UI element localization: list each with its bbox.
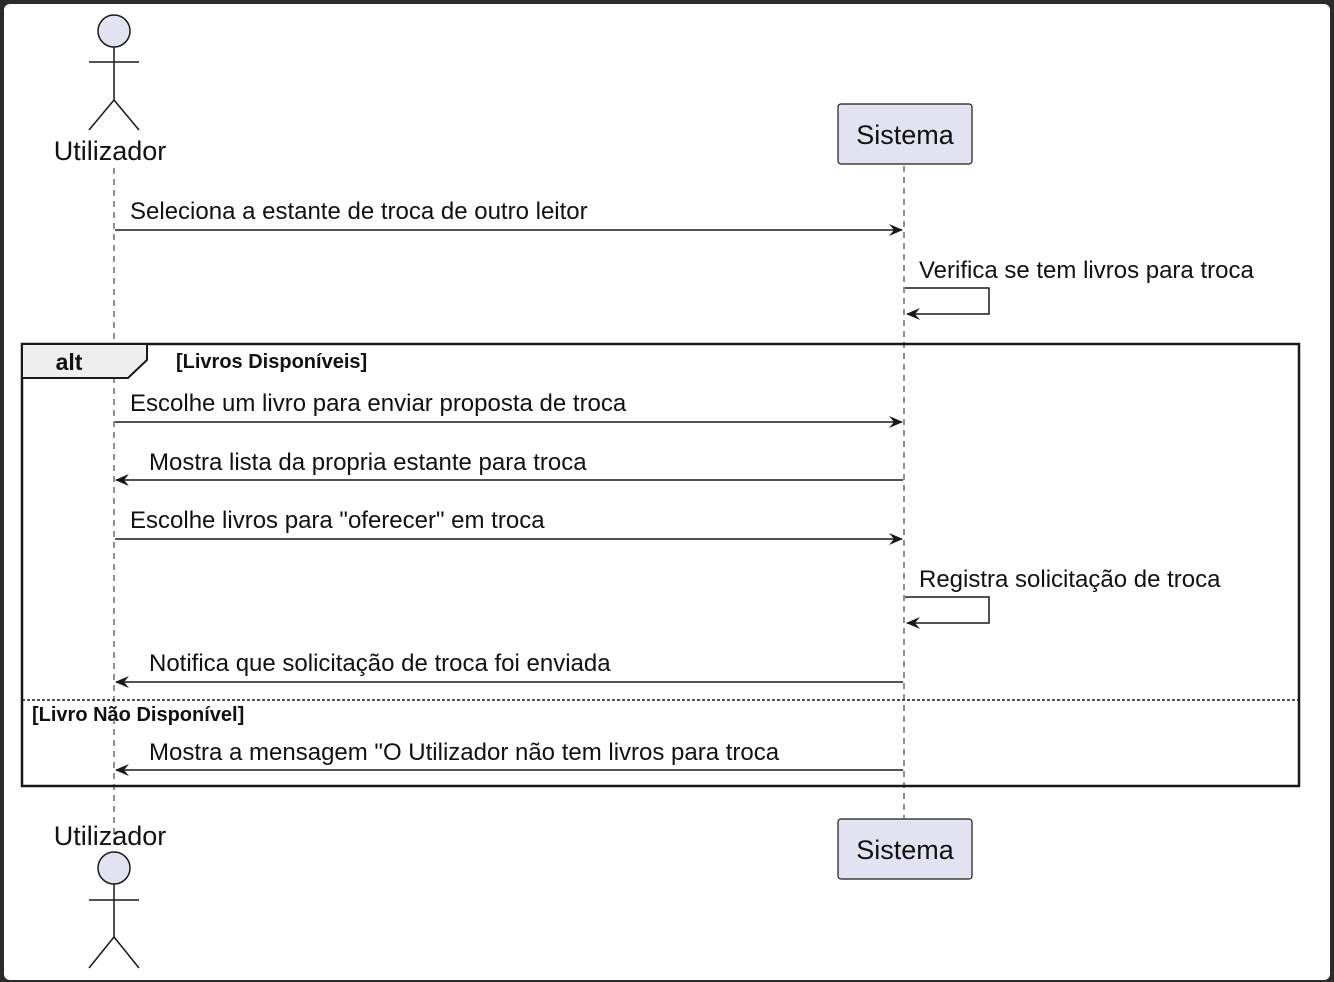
message-3: Escolhe um livro para enviar proposta de… — [115, 390, 903, 428]
alt-fragment: alt [Livros Disponíveis] [Livro Não Disp… — [20, 342, 1301, 788]
message-4: Mostra lista da propria estante para tro… — [115, 449, 903, 486]
system-participant-bottom: Sistema — [837, 818, 973, 880]
message-2-self-arrow — [905, 287, 990, 320]
diagram-background — [4, 4, 1330, 980]
actor-head-icon — [97, 851, 131, 885]
alt-guard-2: [Livro Não Disponível] — [32, 704, 244, 726]
message-7-label: Notifica que solicitação de troca foi en… — [149, 650, 611, 677]
system-label-top: Sistema — [856, 120, 955, 150]
actor-top: Utilizador — [54, 14, 167, 166]
message-6-label: Registra solicitação de troca — [919, 566, 1221, 593]
alt-guard-1: [Livros Disponíveis] — [176, 351, 367, 373]
message-6: Registra solicitação de troca — [905, 566, 1221, 629]
actor-label-top: Utilizador — [54, 136, 167, 166]
actor-head-icon — [97, 14, 131, 48]
message-2-label: Verifica se tem livros para troca — [919, 257, 1254, 284]
message-6-self-arrow — [905, 596, 990, 629]
actor-label-bottom: Utilizador — [54, 821, 167, 851]
system-label-bottom: Sistema — [856, 835, 955, 865]
message-4-label: Mostra lista da propria estante para tro… — [149, 449, 587, 476]
message-8-label: Mostra a mensagem "O Utilizador não tem … — [149, 739, 780, 766]
alt-frame-header — [21, 343, 148, 379]
message-1-label: Seleciona a estante de troca de outro le… — [130, 198, 588, 225]
message-2: Verifica se tem livros para troca — [905, 257, 1254, 320]
actor-bottom: Utilizador — [54, 821, 167, 969]
message-5-label: Escolhe livros para "oferecer" em troca — [130, 507, 545, 534]
message-7: Notifica que solicitação de troca foi en… — [115, 650, 903, 688]
alt-frame — [20, 342, 1301, 788]
system-participant-top: Sistema — [837, 103, 973, 165]
message-1: Seleciona a estante de troca de outro le… — [115, 198, 903, 236]
alt-keyword: alt — [56, 349, 83, 375]
message-8: Mostra a mensagem "O Utilizador não tem … — [115, 739, 903, 776]
message-3-label: Escolhe um livro para enviar proposta de… — [130, 390, 627, 417]
message-5: Escolhe livros para "oferecer" em troca — [115, 507, 903, 545]
